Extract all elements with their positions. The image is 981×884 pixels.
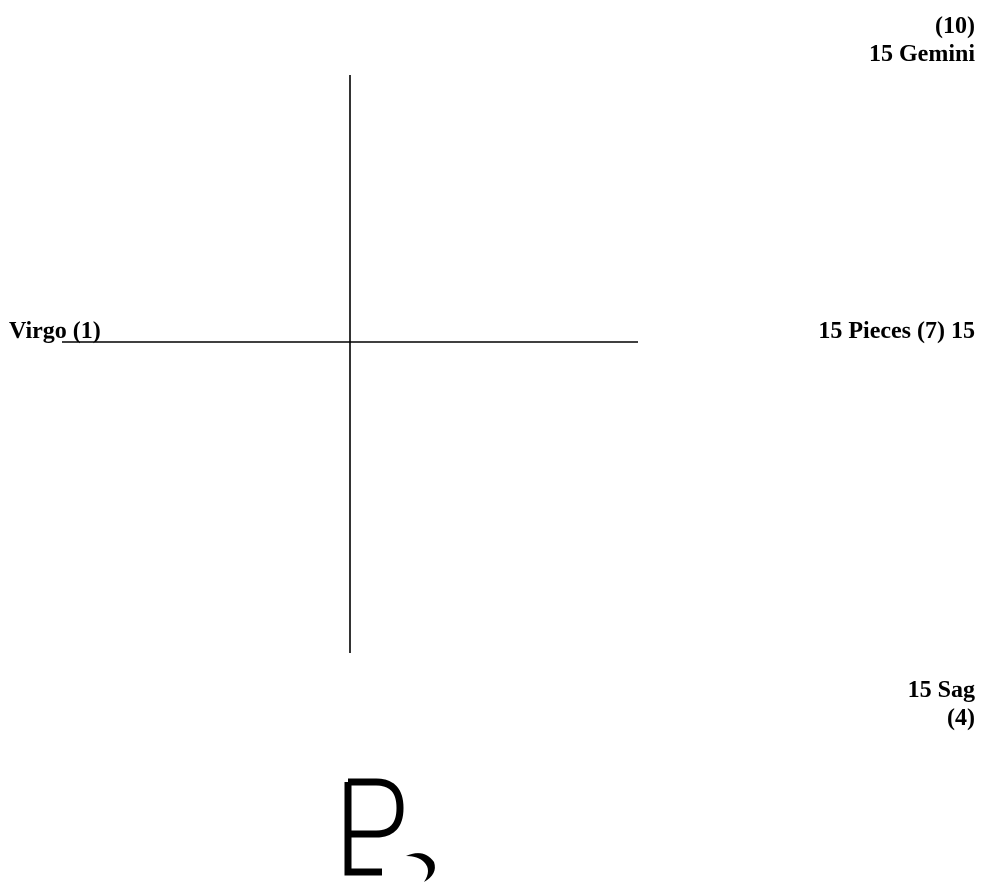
fourth-house-label: 15 Sag (4) bbox=[908, 676, 975, 732]
fourth-house-number: (4) bbox=[947, 705, 975, 731]
tenth-house-sign: 15 Gemini bbox=[869, 41, 975, 67]
tenth-house-label: (10) 15 Gemini bbox=[869, 12, 975, 68]
seventh-house-label: 15 Pieces (7) 15 bbox=[818, 318, 975, 344]
fourth-house-sign: 15 Sag bbox=[907, 677, 975, 703]
pluto-moon-glyph-icon bbox=[344, 778, 435, 882]
tenth-house-number: (10) bbox=[935, 13, 975, 39]
first-house-label: Virgo (1) bbox=[9, 318, 101, 344]
